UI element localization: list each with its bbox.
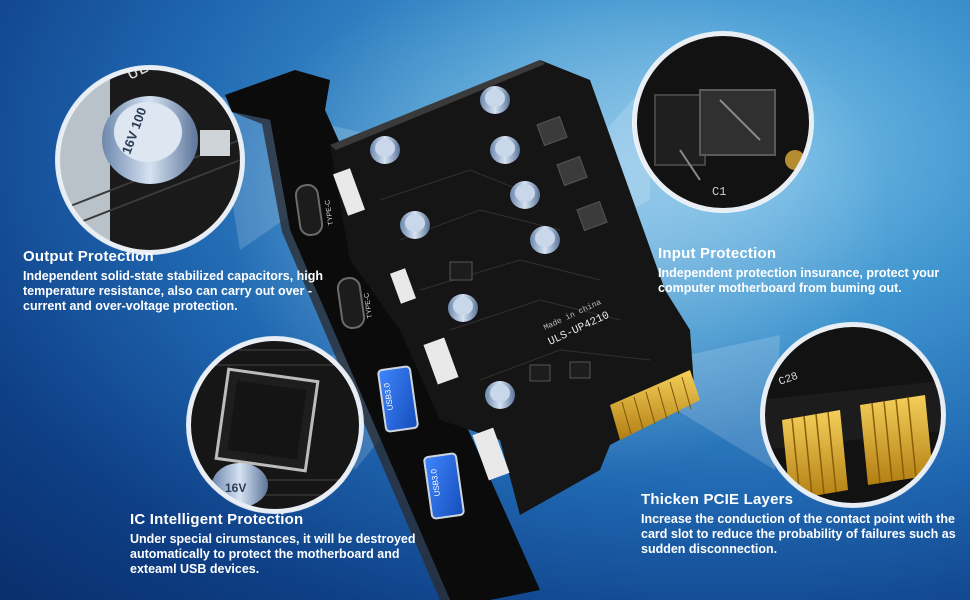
feature-description: Independent protection insurance, protec… <box>658 266 940 295</box>
feature-description: Independent solid-state stabilized capac… <box>23 269 324 313</box>
feature-output-protection: Output Protection Independent solid-stat… <box>23 248 343 314</box>
port-label-usb-2: USB3.0 <box>429 468 442 497</box>
port-label-usb-1: USB3.0 <box>382 382 395 411</box>
feature-description: Increase the conduction of the contact p… <box>641 512 956 556</box>
pcie-edge <box>610 370 700 440</box>
feature-pcie-layers: Thicken PCIE Layers Increase the conduct… <box>641 491 961 557</box>
feature-title: Thicken PCIE Layers <box>641 491 794 508</box>
board-chips <box>449 115 608 382</box>
input-silk-text: C1 <box>712 185 726 199</box>
port-label-typec-2: TYPE-C <box>363 292 374 318</box>
bracket-ports <box>294 184 465 520</box>
magnifier-pcie: C28 <box>760 322 946 508</box>
feature-title: IC Intelligent Protection <box>130 511 304 528</box>
magnifier-ic: 16V <box>186 336 364 514</box>
port-label-typec-1: TYPE-C <box>324 199 335 225</box>
ic-capacitor-text: 16V <box>225 481 246 495</box>
magnifier-input: C1 <box>632 31 814 213</box>
board-connectors <box>333 168 510 481</box>
magnifier-output: 16V 100 ULS-UP <box>55 65 245 255</box>
feature-input-protection: Input Protection Independent protection … <box>658 245 958 296</box>
board-capacitors <box>370 86 560 409</box>
feature-ic-protection: IC Intelligent Protection Under special … <box>130 511 430 577</box>
feature-description: Under special cirumstances, it will be d… <box>130 532 416 576</box>
feature-title: Input Protection <box>658 245 777 262</box>
feature-title: Output Protection <box>23 248 154 265</box>
